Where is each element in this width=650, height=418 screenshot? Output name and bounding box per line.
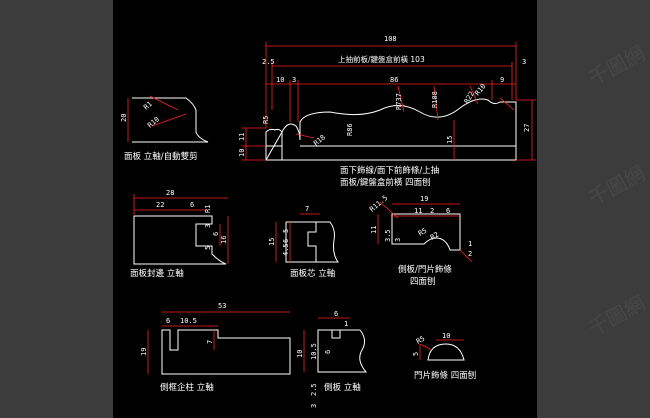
h15-text: 15 xyxy=(446,136,454,144)
dim-2-5-text: 2.5 xyxy=(262,58,275,66)
door-strip-outline xyxy=(427,343,465,361)
dim-10-text: 10 xyxy=(276,76,284,84)
sd-w11-text: 11 xyxy=(414,207,422,215)
sp-h19-text: 19 xyxy=(140,348,148,356)
pc-w7-text: 7 xyxy=(305,205,309,213)
h11-text: 11 xyxy=(238,133,246,141)
spn-h6-text: 6 xyxy=(324,350,332,354)
side-post-outline xyxy=(161,329,291,375)
pv-h20-text: 20 xyxy=(120,114,128,122)
sd-h11-text: 11 xyxy=(370,226,378,234)
pc-h6-text: 6 xyxy=(282,239,290,243)
dim-3-text: 3 xyxy=(522,58,526,66)
sd-w19-text: 19 xyxy=(420,195,428,203)
panel-vertical-outline xyxy=(132,97,209,143)
sd-r2-text: R2 xyxy=(429,231,440,242)
panel-edge-profile: 28 22 6 R1 6 16 3 5 面板封邊 立軸 xyxy=(130,189,229,279)
sd-h3-text: 3.5 xyxy=(384,229,392,242)
pc-h4-text: 4.5 xyxy=(282,243,290,256)
sd-r5-text: R5 xyxy=(417,227,428,238)
r737-text: R737 xyxy=(395,93,403,110)
door-strip-profile: 10 R5 5 門片飾條 四面刨 xyxy=(412,332,476,381)
r5-text: R5 xyxy=(262,116,270,124)
right-side-band xyxy=(537,0,650,418)
side-door-label-2: 四面刨 xyxy=(410,276,436,287)
pv-r10-text: R10 xyxy=(146,115,161,129)
r18-text: R18 xyxy=(312,133,327,147)
dim-3b-text: 3 xyxy=(292,76,296,84)
panel-edge-outline xyxy=(133,215,227,265)
panel-core-label: 面板芯 立軸 xyxy=(290,268,335,279)
side-door-trim-profile: R11.5 19 11 2 6 11 3.5 3 R5 R2 1 2 側板/門片… xyxy=(368,194,473,287)
pv-r1-text: R1 xyxy=(142,100,154,112)
side-panel-profile: 6 1 10 10.5 6 2.5 3 側板 立軸 xyxy=(296,310,368,408)
sp-w53-text: 53 xyxy=(218,302,226,310)
panel-core-outline xyxy=(285,221,339,263)
ds-w10-text: 10 xyxy=(442,332,450,340)
dim-108-text: 108 xyxy=(384,35,397,43)
door-strip-label: 門片飾條 四面刨 xyxy=(414,370,476,381)
sp-h7-text: 7 xyxy=(206,340,214,344)
sp-w105-text: 10.5 xyxy=(180,317,197,325)
pc-h15-text: 15 xyxy=(268,238,276,246)
side-panel-label: 側板 立軸 xyxy=(324,382,361,393)
panel-core-profile: 7 15 4.5 6 5 面板芯 立軸 xyxy=(268,205,339,279)
pe-h16-text: 16 xyxy=(220,236,228,244)
pe-h6-text: 6 xyxy=(212,232,220,236)
r86-text: R86 xyxy=(346,123,354,136)
dim-9-text: 9 xyxy=(500,76,504,84)
sd-d2-text: 2 xyxy=(468,250,472,258)
main-profile: 108 上抽前板/鍵盤盒前橫 103 2.5 3 10 3 86 9 R737 … xyxy=(238,35,536,188)
pe-h3-text: 3 xyxy=(204,224,212,228)
pe-w22-text: 22 xyxy=(156,201,164,209)
side-door-label-1: 側板/門片飾條 xyxy=(398,264,452,275)
left-side-band xyxy=(0,0,113,418)
pc-h5-text: 5 xyxy=(282,229,290,233)
main-profile-label-2: 面板/鍵盤盒前橫 四面刨 xyxy=(340,177,431,188)
spn-h105-text: 10.5 xyxy=(310,343,318,360)
side-door-trim-outline xyxy=(391,213,461,251)
spn-w1-text: 1 xyxy=(344,320,348,328)
sp-w6-text: 6 xyxy=(166,317,170,325)
spn-w6-text: 6 xyxy=(334,310,338,318)
main-profile-label-1: 面下飾線/面下前飾條/上抽 xyxy=(340,165,439,176)
pe-w6-text: 6 xyxy=(190,201,194,209)
pe-h5-text: 5 xyxy=(204,246,212,250)
main-profile-outline xyxy=(265,98,517,161)
sd-d1-text: 1 xyxy=(468,240,472,248)
ds-h5-text: 5 xyxy=(412,352,420,356)
h27-text: 27 xyxy=(523,124,531,132)
spn-h25-text: 2.5 xyxy=(310,383,318,396)
pe-r1-text: R1 xyxy=(204,205,212,213)
side-post-profile: 53 6 10.5 7 19 側框企柱 立軸 xyxy=(140,302,291,393)
sd-h3b-text: 3 xyxy=(394,238,402,242)
r108-text: R108 xyxy=(431,91,439,108)
spn-h10-text: 10 xyxy=(296,350,304,358)
panel-edge-label: 面板封邊 立軸 xyxy=(130,268,184,279)
h10-text: 10 xyxy=(238,149,246,157)
sd-w6-text: 6 xyxy=(446,207,450,215)
sd-w2-text: 2 xyxy=(430,207,434,215)
pe-w28-text: 28 xyxy=(166,189,174,197)
sd-r115-text: R11.5 xyxy=(368,194,389,214)
side-post-label: 側框企柱 立軸 xyxy=(160,382,214,393)
dim-86-text: 86 xyxy=(390,76,398,84)
dim-103-text: 上抽前板/鍵盤盒前橫 103 xyxy=(338,54,425,64)
panel-vertical-profile: 20 R1 R10 面板 立軸/自動雙剪 xyxy=(120,95,209,162)
panel-vertical-label: 面板 立軸/自動雙剪 xyxy=(124,151,198,162)
r10-text: R10 xyxy=(473,82,487,97)
side-panel-outline xyxy=(317,329,368,373)
spn-h3-text: 3 xyxy=(310,404,318,408)
ds-r5-text: R5 xyxy=(415,335,426,346)
